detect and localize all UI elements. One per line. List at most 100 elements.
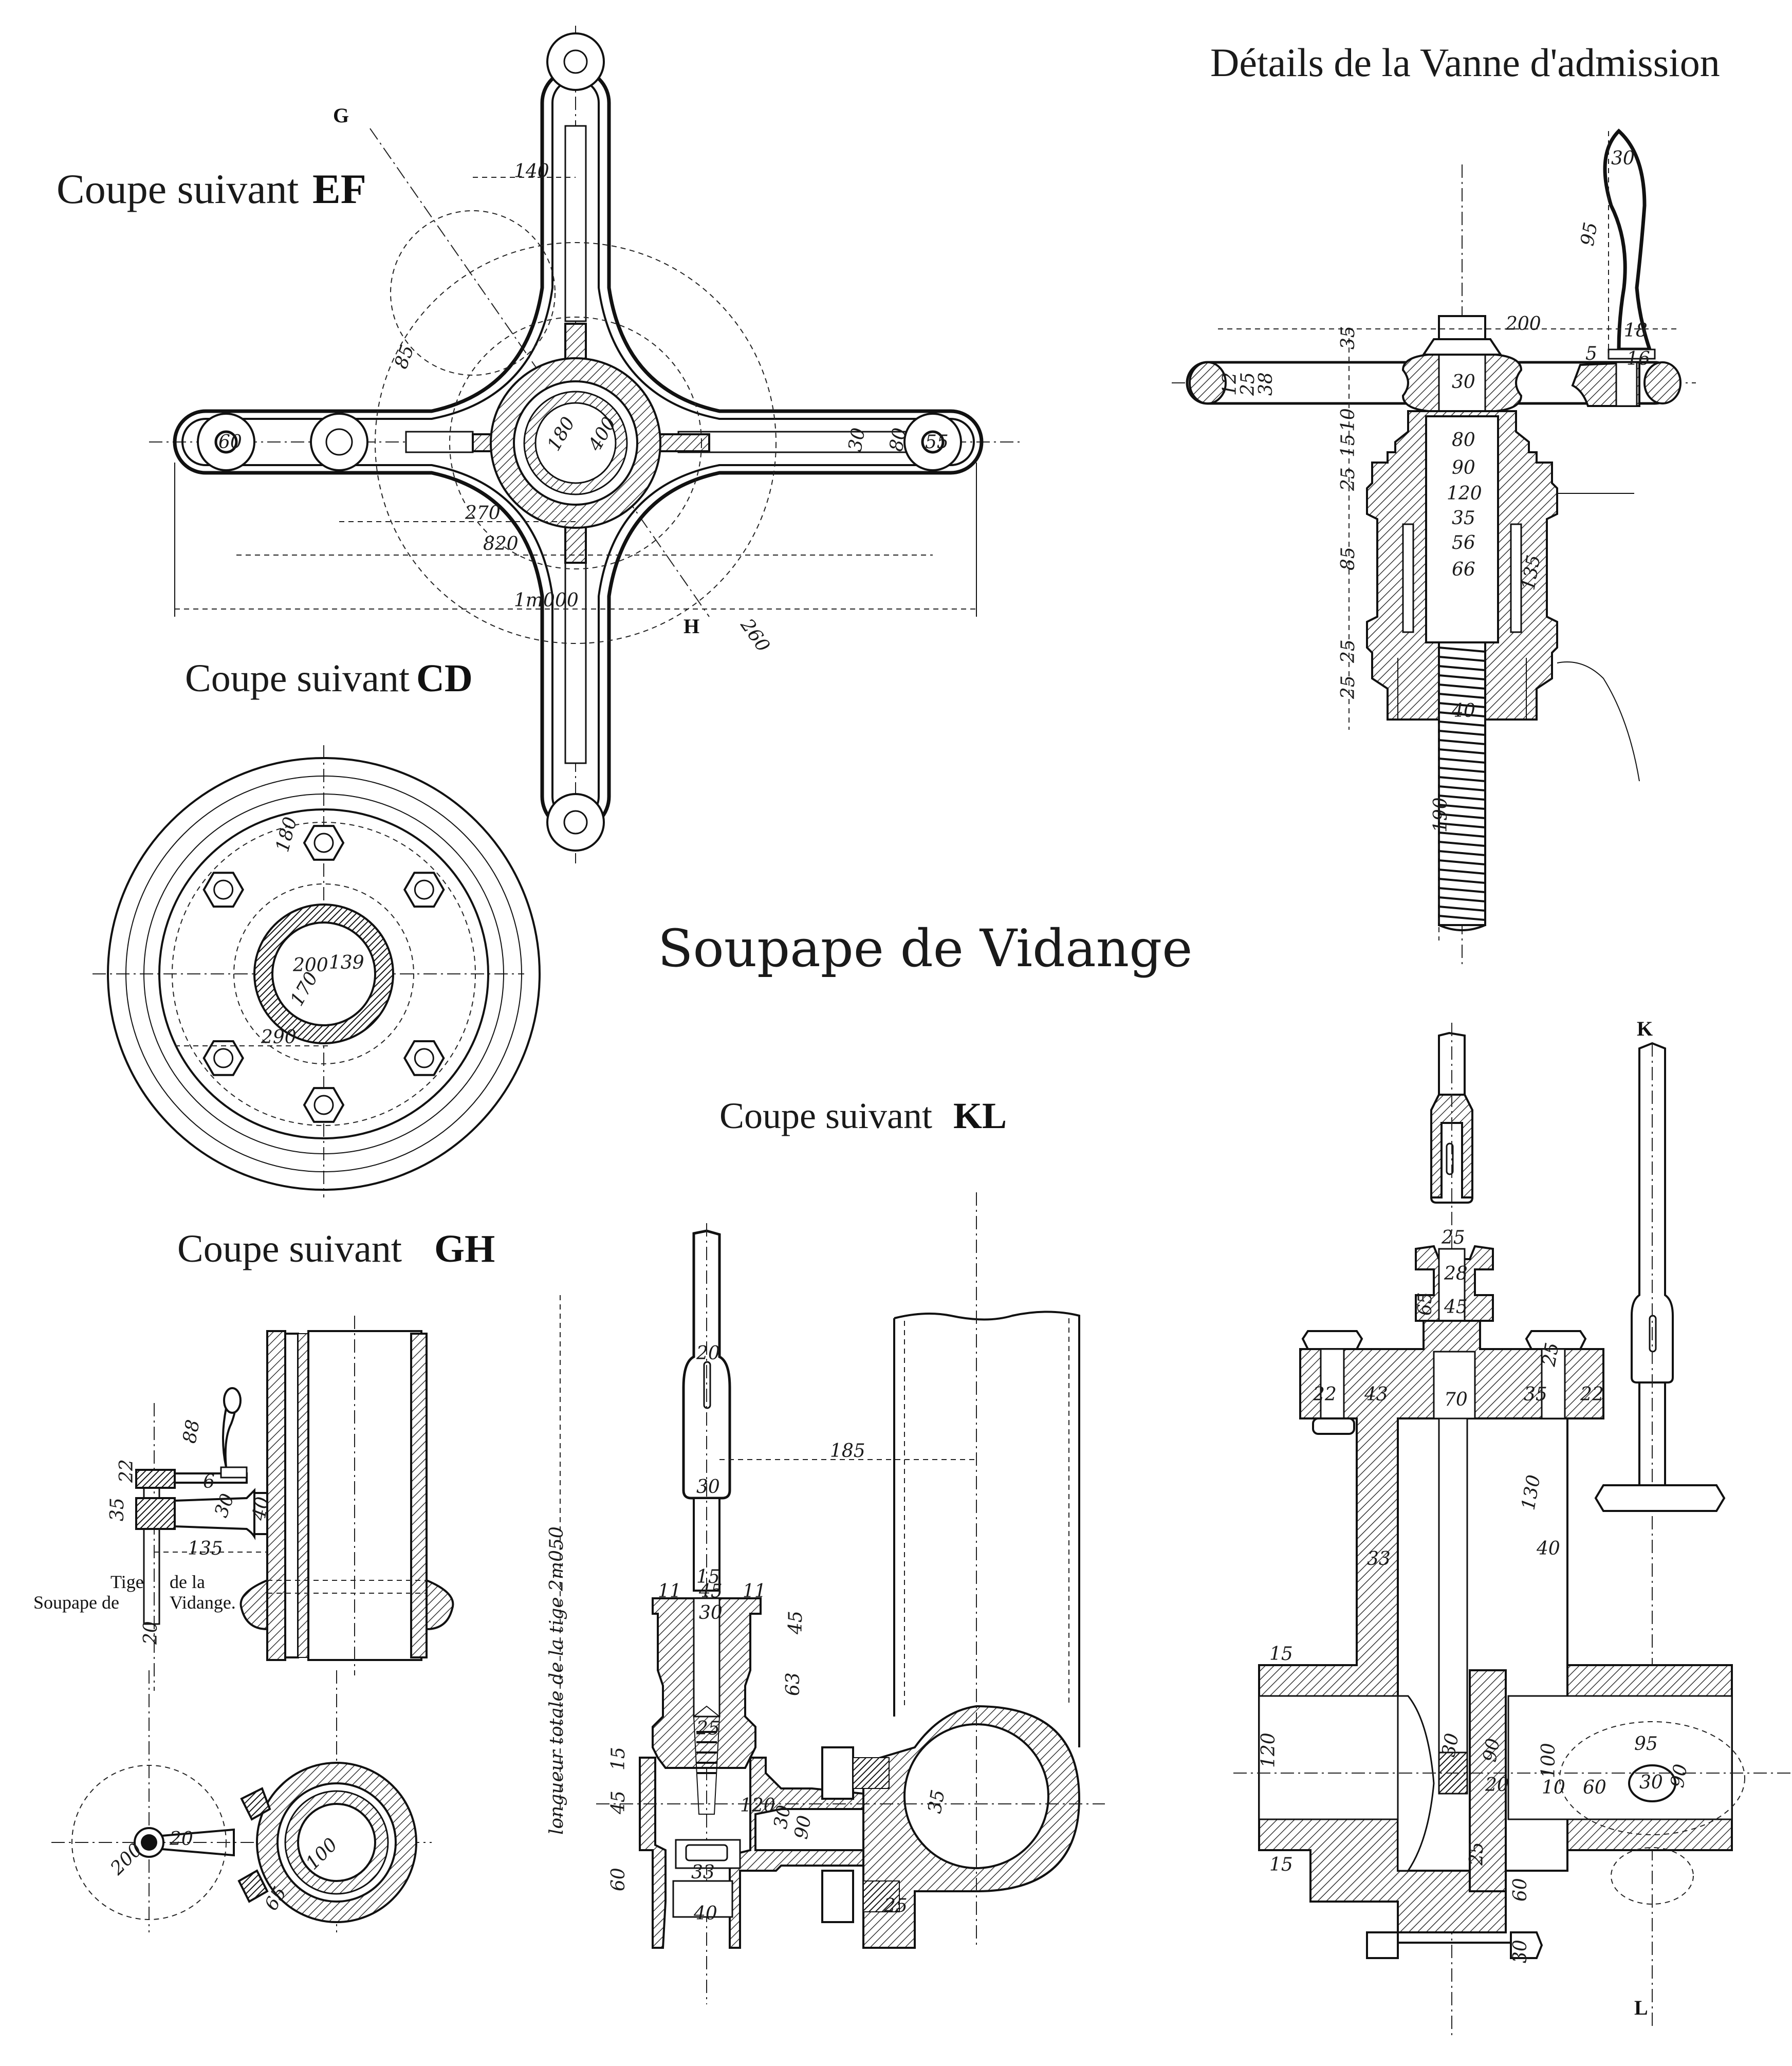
svg-text:10: 10 <box>1338 408 1359 432</box>
svg-text:25: 25 <box>1237 372 1259 396</box>
svg-text:20: 20 <box>1485 1775 1509 1796</box>
flange-bolt-hole <box>213 879 234 900</box>
svg-text:30: 30 <box>1510 1940 1531 1963</box>
svg-text:45: 45 <box>608 1791 629 1815</box>
svg-text:6: 6 <box>203 1471 215 1492</box>
screw-thread <box>1438 813 1486 819</box>
svg-text:20: 20 <box>169 1829 193 1850</box>
coupe-cd-flange <box>93 745 541 1197</box>
svg-text:80: 80 <box>1452 430 1475 451</box>
svg-text:90: 90 <box>1452 457 1475 478</box>
svg-text:60: 60 <box>608 1868 629 1891</box>
screw-thread <box>1438 730 1486 736</box>
title-coupe-kl: Coupe suivant KL <box>719 1095 1007 1136</box>
svg-text:Soupape de: Soupape de <box>33 1592 119 1613</box>
svg-text:35: 35 <box>107 1498 128 1521</box>
svg-text:290: 290 <box>261 1027 297 1048</box>
title-coupe-ef: Coupe suivant EF <box>57 165 366 212</box>
svg-text:63: 63 <box>783 1672 804 1696</box>
svg-text:EF: EF <box>312 165 366 212</box>
svg-text:28: 28 <box>1444 1263 1468 1284</box>
screw-thread <box>1438 841 1486 847</box>
svg-text:66: 66 <box>1452 559 1475 580</box>
svg-text:200: 200 <box>1505 313 1541 335</box>
svg-text:270: 270 <box>465 503 501 524</box>
svg-text:90: 90 <box>1667 1762 1691 1789</box>
svg-text:140: 140 <box>514 161 549 182</box>
svg-text:40: 40 <box>248 1495 273 1522</box>
valve-body-dimensions: 25 28 65 45 22 43 70 35 22 25 130 40 33 … <box>1258 1227 1692 1963</box>
coupe-gh-column <box>135 1316 454 1691</box>
screw-thread <box>1438 748 1486 754</box>
svg-text:35: 35 <box>924 1788 949 1815</box>
svg-text:40: 40 <box>1536 1538 1560 1559</box>
screw-thread <box>1438 785 1486 791</box>
title-coupe-gh: Coupe suivant GH <box>177 1227 495 1270</box>
svg-text:30: 30 <box>696 1477 720 1498</box>
svg-text:35: 35 <box>1524 1384 1547 1405</box>
screw-thread <box>1438 684 1486 690</box>
svg-text:30: 30 <box>1639 1772 1663 1793</box>
svg-text:25: 25 <box>696 1718 720 1739</box>
svg-text:11: 11 <box>743 1581 766 1602</box>
svg-text:139: 139 <box>329 952 364 973</box>
section-mark-g: G <box>333 104 349 127</box>
svg-text:33: 33 <box>691 1862 715 1883</box>
svg-text:25: 25 <box>1338 639 1359 663</box>
svg-text:22: 22 <box>116 1459 137 1483</box>
svg-text:22: 22 <box>1313 1384 1337 1405</box>
screw-thread <box>1438 915 1486 921</box>
svg-text:16: 16 <box>1627 348 1650 370</box>
svg-text:95: 95 <box>1634 1733 1658 1755</box>
svg-text:25: 25 <box>1466 1842 1487 1866</box>
screw-thread <box>1438 822 1486 828</box>
svg-text:KL: KL <box>953 1095 1007 1136</box>
screw-thread <box>1438 693 1486 699</box>
svg-text:120: 120 <box>740 1795 775 1816</box>
svg-text:40: 40 <box>1451 700 1475 722</box>
svg-text:22: 22 <box>1580 1384 1604 1405</box>
svg-text:20: 20 <box>696 1343 720 1364</box>
stem-length-label: longueur totale de la tige 2m050 <box>546 1526 567 1835</box>
coupe-kl-valve: longueur totale de la tige 2m050 <box>546 1192 1105 2004</box>
screw-thread <box>1438 711 1486 717</box>
svg-text:90: 90 <box>1479 1737 1504 1763</box>
screw-thread <box>1438 850 1486 856</box>
svg-text:25: 25 <box>1338 675 1359 699</box>
coupe-kl-dimensions: 20 30 185 15 11 11 45 30 45 63 25 15 45 … <box>608 1343 949 1924</box>
flange-bolt-hole <box>414 879 434 900</box>
svg-text:Coupe suivant: Coupe suivant <box>177 1227 402 1270</box>
svg-text:56: 56 <box>1452 532 1475 554</box>
svg-text:135: 135 <box>188 1538 223 1559</box>
screw-thread <box>1438 795 1486 801</box>
svg-text:30: 30 <box>1611 148 1635 169</box>
svg-text:30: 30 <box>699 1602 723 1624</box>
title-vanne-admission: Détails de la Vanne d'admission <box>1210 40 1720 85</box>
svg-text:200: 200 <box>292 955 328 976</box>
svg-text:25: 25 <box>1441 1227 1465 1248</box>
svg-text:35: 35 <box>1452 508 1475 529</box>
section-line-gh <box>370 128 710 617</box>
svg-text:30: 30 <box>770 1803 795 1830</box>
svg-text:88: 88 <box>179 1418 204 1445</box>
coupe-cd-dimensions: 180 200 139 170 290 <box>175 815 364 1048</box>
screw-thread <box>1438 878 1486 884</box>
screw-thread <box>1438 887 1486 893</box>
svg-text:30: 30 <box>1438 1731 1463 1758</box>
svg-text:15: 15 <box>1338 434 1359 457</box>
svg-text:Tige: Tige <box>110 1572 144 1592</box>
svg-text:80: 80 <box>885 426 910 453</box>
svg-text:CD: CD <box>416 657 473 700</box>
screw-thread <box>1438 647 1486 653</box>
svg-text:GH: GH <box>434 1227 495 1270</box>
screw-thread <box>1438 758 1486 764</box>
svg-text:de la: de la <box>170 1572 205 1592</box>
svg-text:1m000: 1m000 <box>514 590 579 611</box>
svg-text:35: 35 <box>1338 326 1359 349</box>
svg-text:38: 38 <box>1255 372 1277 396</box>
svg-text:25: 25 <box>1538 1341 1563 1368</box>
svg-text:25: 25 <box>883 1895 908 1916</box>
svg-text:100: 100 <box>1538 1743 1559 1778</box>
svg-text:60: 60 <box>1510 1878 1531 1902</box>
